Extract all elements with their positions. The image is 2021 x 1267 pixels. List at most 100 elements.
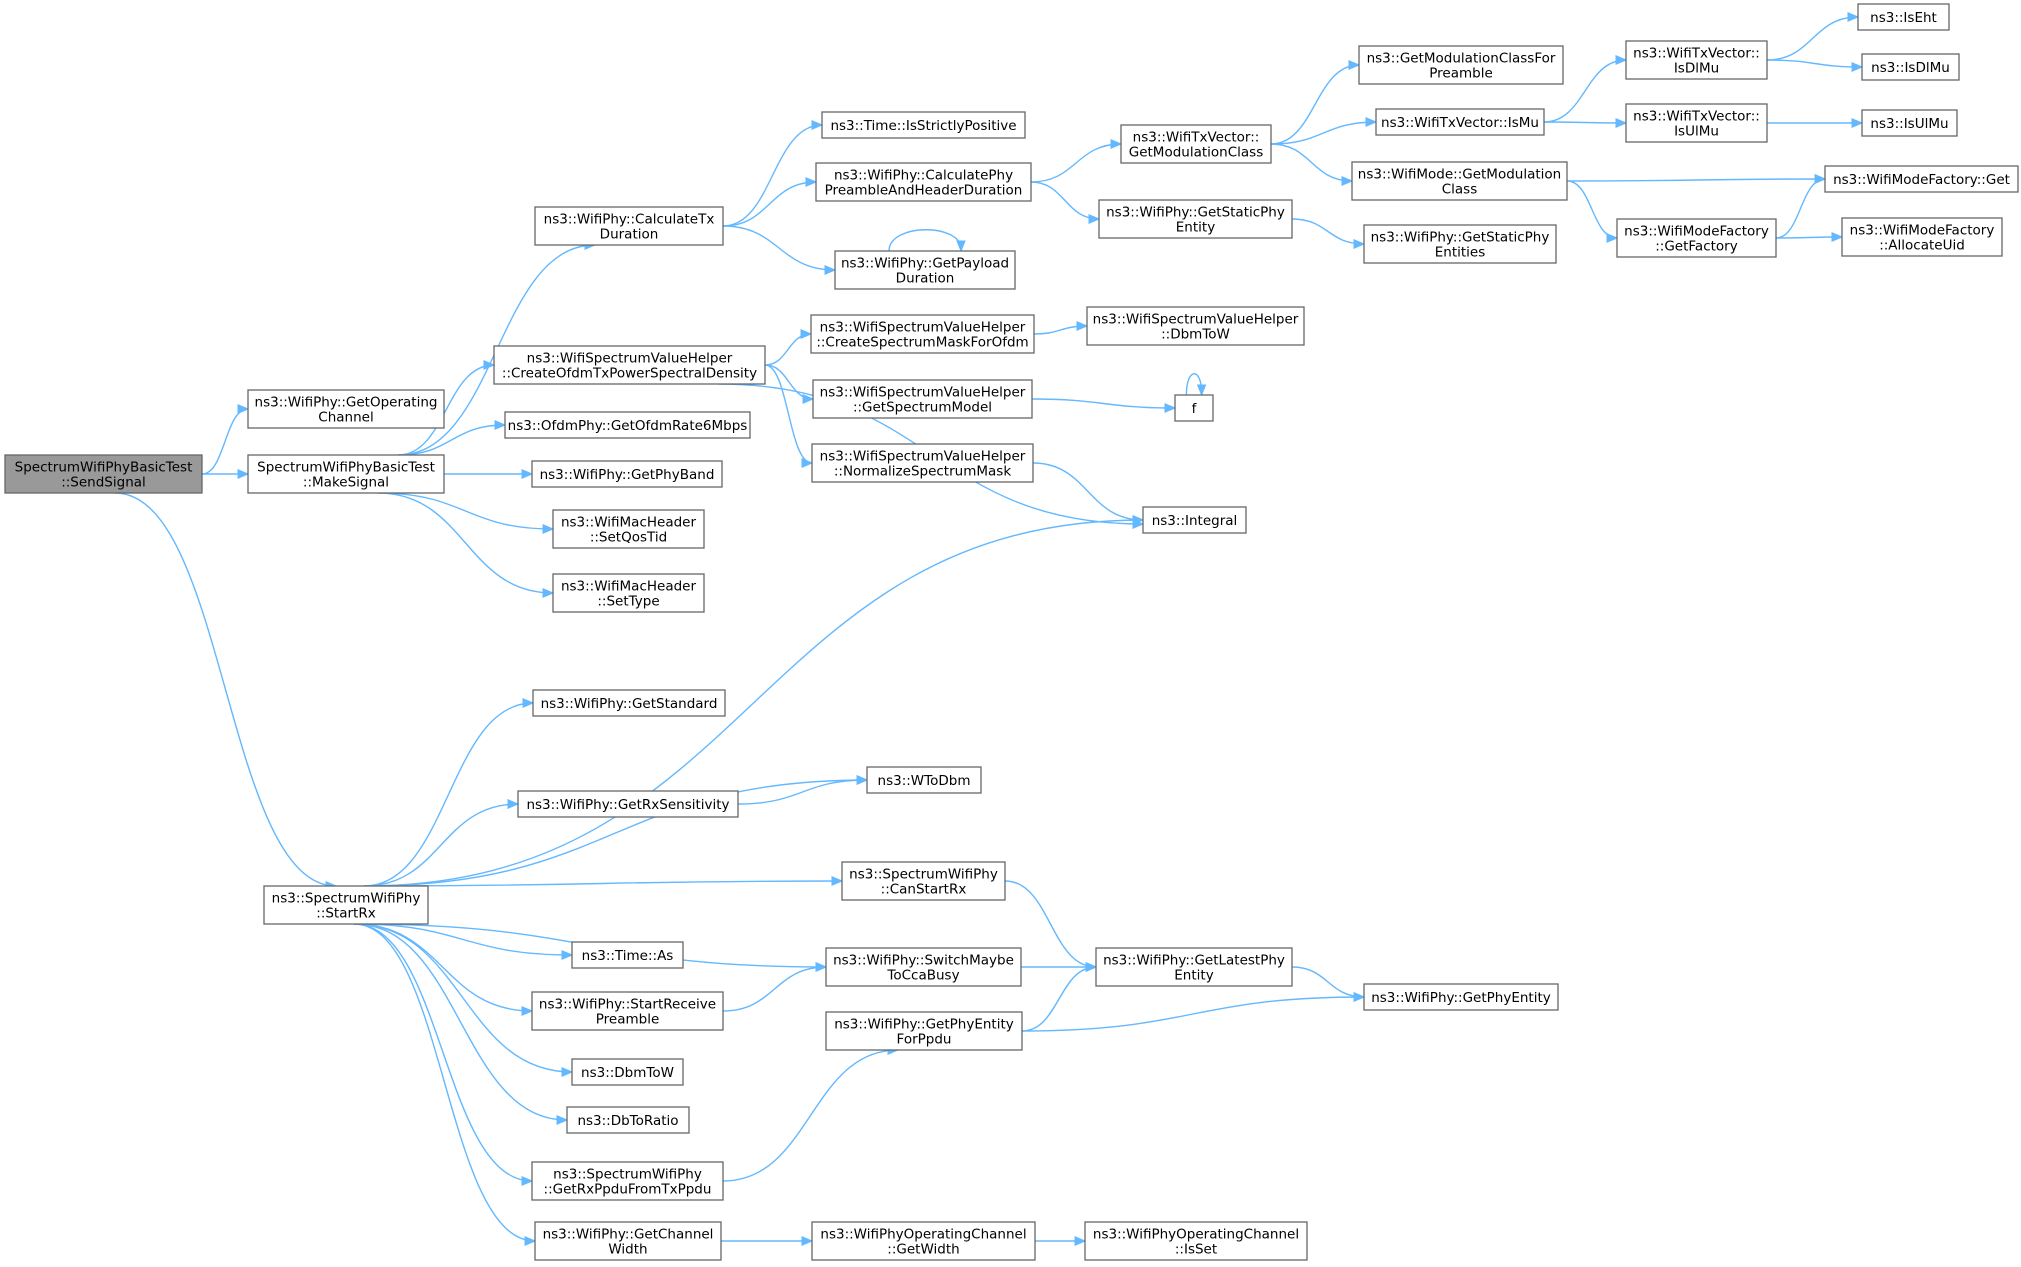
node-settype[interactable]: ns3::WifiMacHeader::SetType bbox=[552, 573, 705, 613]
edge-makesig-to-setqos bbox=[377, 492, 554, 530]
node-isulmu[interactable]: ns3::WifiTxVector::IsUlMu bbox=[1625, 103, 1768, 143]
node-box bbox=[493, 345, 766, 385]
node-setqos[interactable]: ns3::WifiMacHeader::SetQosTid bbox=[552, 509, 705, 549]
node-isulmu2[interactable]: ns3::IsUlMu bbox=[1861, 109, 1958, 137]
node-label-line: ns3::WifiPhy::StartReceive bbox=[539, 997, 716, 1013]
node-send[interactable]: SpectrumWifiPhyBasicTest::SendSignal bbox=[4, 454, 203, 494]
node-label-line: ns3::WifiPhyOperatingChannel bbox=[820, 1227, 1026, 1243]
edge-startrx-to-startpre-arrowhead bbox=[521, 1006, 534, 1016]
node-box bbox=[1861, 109, 1958, 137]
node-label-line: ::SetQosTid bbox=[590, 530, 667, 546]
node-label-line: f bbox=[1192, 401, 1198, 417]
edge-ismu-to-isulmu-arrowhead bbox=[1615, 118, 1628, 128]
node-timeas[interactable]: ns3::Time::As bbox=[571, 941, 684, 969]
edge-startrx-to-integral-arrowhead bbox=[1132, 515, 1145, 525]
node-createmask[interactable]: ns3::WifiSpectrumValueHelper::CreateSpec… bbox=[810, 314, 1035, 354]
node-getfactory[interactable]: ns3::WifiModeFactory::GetFactory bbox=[1616, 218, 1777, 258]
node-isdlmu2[interactable]: ns3::IsDlMu bbox=[1861, 53, 1960, 81]
node-isstrict[interactable]: ns3::Time::IsStrictlyPositive bbox=[821, 111, 1026, 139]
edge-startrx-to-getrxsens bbox=[363, 803, 519, 887]
node-getrxsens[interactable]: ns3::WifiPhy::GetRxSensitivity bbox=[517, 790, 739, 818]
node-label-line: IsDlMu bbox=[1674, 61, 1719, 77]
node-label-line: ns3::Time::As bbox=[582, 948, 674, 964]
node-label-line: Entity bbox=[1174, 968, 1213, 984]
edge-makesig-to-createofdm-arrowhead bbox=[483, 360, 496, 370]
node-opisset[interactable]: ns3::WifiPhyOperatingChannel::IsSet bbox=[1084, 1221, 1308, 1261]
node-f[interactable]: f bbox=[1174, 394, 1214, 422]
edge-getspec-to-f bbox=[1031, 398, 1176, 409]
node-dbtoratio[interactable]: ns3::DbToRatio bbox=[566, 1106, 690, 1134]
node-label-line: ns3::WifiPhyOperatingChannel bbox=[1093, 1227, 1299, 1243]
node-label-line: ns3::WifiSpectrumValueHelper bbox=[820, 449, 1026, 465]
node-box bbox=[517, 790, 739, 818]
node-box bbox=[534, 1221, 722, 1261]
edge-f-to-f bbox=[1185, 373, 1203, 396]
node-ismu[interactable]: ns3::WifiTxVector::IsMu bbox=[1375, 108, 1545, 136]
node-box bbox=[1174, 394, 1214, 422]
node-ofdm6[interactable]: ns3::OfdmPhy::GetOfdmRate6Mbps bbox=[504, 411, 751, 439]
node-getrxppdu[interactable]: ns3::SpectrumWifiPhy::GetRxPpduFromTxPpd… bbox=[531, 1161, 724, 1201]
edge-send-to-startrx bbox=[114, 492, 337, 887]
node-createofdm[interactable]: ns3::WifiSpectrumValueHelper::CreateOfdm… bbox=[493, 345, 766, 385]
node-phyentity[interactable]: ns3::WifiPhy::GetPhyEntity bbox=[1363, 983, 1559, 1011]
edge-getspec-to-f-arrowhead bbox=[1164, 403, 1177, 413]
node-label-line: ns3::SpectrumWifiPhy bbox=[553, 1167, 702, 1183]
node-factget[interactable]: ns3::WifiModeFactory::Get bbox=[1824, 165, 2019, 193]
node-box bbox=[552, 573, 705, 613]
node-box bbox=[1098, 199, 1293, 239]
node-label-line: ::CanStartRx bbox=[881, 882, 967, 898]
node-makesig[interactable]: SpectrumWifiPhyBasicTest::MakeSignal bbox=[247, 454, 445, 494]
edge-modeget-to-getfactory bbox=[1566, 180, 1618, 239]
node-box bbox=[825, 1011, 1023, 1051]
node-modeget[interactable]: ns3::WifiMode::GetModulationClass bbox=[1351, 161, 1568, 201]
node-canstart[interactable]: ns3::SpectrumWifiPhy::CanStartRx bbox=[841, 861, 1006, 901]
edge-isdlmu-to-iseht-arrowhead bbox=[1847, 12, 1860, 22]
node-box bbox=[825, 947, 1022, 987]
node-isdlmu[interactable]: ns3::WifiTxVector::IsDlMu bbox=[1625, 40, 1768, 80]
node-box bbox=[1857, 3, 1950, 31]
node-dbmtow[interactable]: ns3::DbmToW bbox=[571, 1058, 684, 1086]
node-label-line: ns3::DbmToW bbox=[581, 1065, 674, 1081]
edge-calctx-to-isstrict bbox=[722, 124, 823, 227]
edge-startrx-to-canstart-arrowhead bbox=[831, 876, 844, 886]
node-getspec[interactable]: ns3::WifiSpectrumValueHelper::GetSpectru… bbox=[812, 379, 1033, 419]
node-getstd[interactable]: ns3::WifiPhy::GetStandard bbox=[532, 689, 726, 717]
node-box bbox=[866, 766, 982, 794]
nodes-layer: SpectrumWifiPhyBasicTest::SendSignalns3:… bbox=[4, 3, 2019, 1261]
node-label-line: ::CreateSpectrumMaskForOfdm bbox=[816, 335, 1028, 351]
node-label-line: ::IsSet bbox=[1175, 1242, 1217, 1258]
node-alloc[interactable]: ns3::WifiModeFactory::AllocateUid bbox=[1841, 217, 2003, 257]
edge-createmask-to-dbmtow_h-arrowhead bbox=[1076, 321, 1089, 331]
node-normmask[interactable]: ns3::WifiSpectrumValueHelper::NormalizeS… bbox=[811, 443, 1034, 483]
node-wtodbm[interactable]: ns3::WToDbm bbox=[866, 766, 982, 794]
node-getphyband[interactable]: ns3::WifiPhy::GetPhyBand bbox=[531, 460, 723, 488]
node-label-line: ns3::WifiPhy::GetChannel bbox=[543, 1227, 714, 1243]
node-label-line: SpectrumWifiPhyBasicTest bbox=[257, 460, 435, 476]
edge-getstatic-to-staticents bbox=[1291, 218, 1365, 245]
edge-makesig-to-ofdm6 bbox=[397, 424, 506, 456]
node-dbmtow_h[interactable]: ns3::WifiSpectrumValueHelper::DbmToW bbox=[1086, 306, 1305, 346]
node-label-line: ns3::DbToRatio bbox=[577, 1113, 678, 1129]
node-box bbox=[1351, 161, 1568, 201]
node-getmodcls[interactable]: ns3::WifiTxVector::GetModulationClass bbox=[1120, 124, 1272, 164]
node-box bbox=[532, 689, 726, 717]
node-label-line: ::NormalizeSpectrumMask bbox=[834, 464, 1011, 480]
node-iseht[interactable]: ns3::IsEht bbox=[1857, 3, 1950, 31]
node-label-line: ns3::IsUlMu bbox=[1870, 116, 1948, 132]
node-calcpre[interactable]: ns3::WifiPhy::CalculatePhyPreambleAndHea… bbox=[815, 162, 1032, 202]
node-label-line: ForPpdu bbox=[897, 1032, 952, 1048]
node-integral[interactable]: ns3::Integral bbox=[1142, 506, 1247, 534]
node-startrx[interactable]: ns3::SpectrumWifiPhy::StartRx bbox=[263, 885, 429, 925]
node-opgetw[interactable]: ns3::WifiPhyOperatingChannel::GetWidth bbox=[811, 1221, 1036, 1261]
